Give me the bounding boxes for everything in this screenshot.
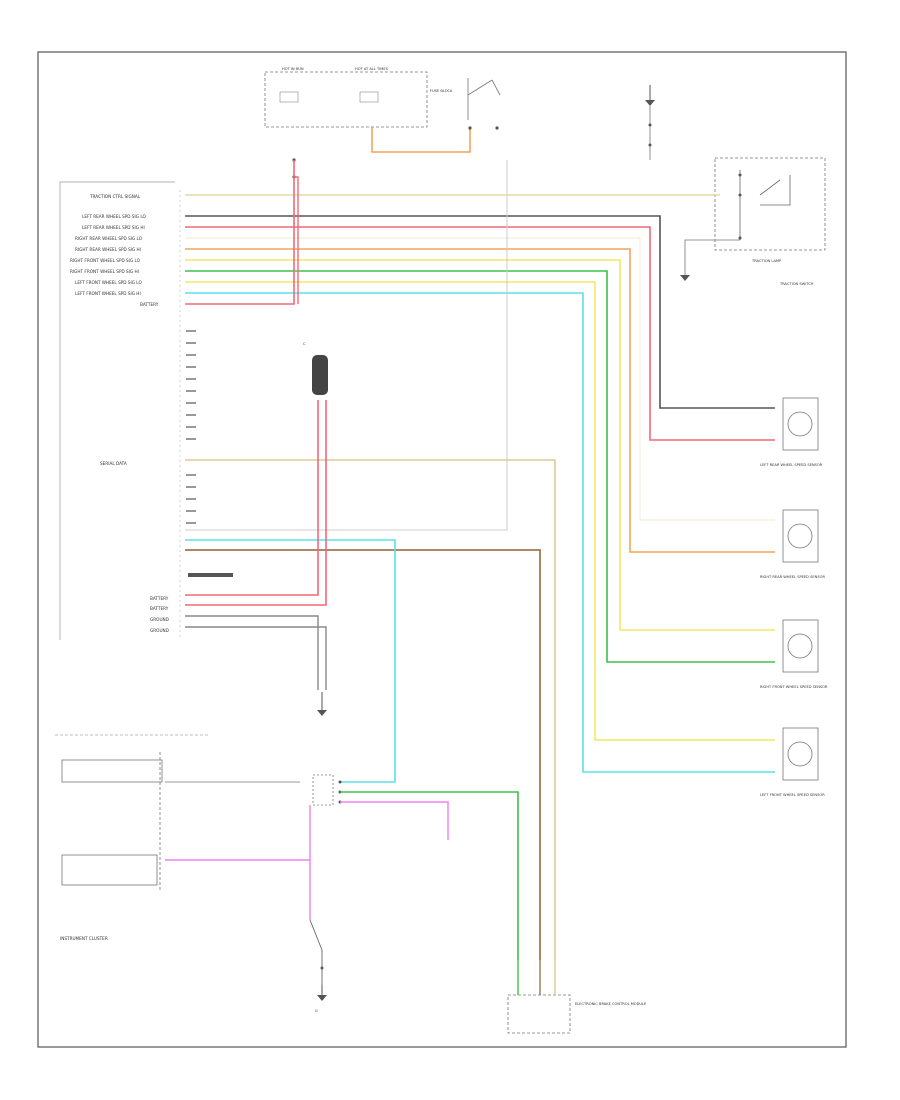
wire-green-down — [340, 791, 519, 960]
wire-cyan — [185, 539, 396, 783]
battery-label-2: BATTERY — [150, 606, 169, 611]
lower-switch: G — [309, 919, 327, 1013]
ground-point-top — [645, 85, 655, 160]
traction-lamp-box — [714, 157, 826, 251]
relay-switch — [467, 78, 501, 120]
svg-text:LEFT REAR WHEEL SPEED SENSOR: LEFT REAR WHEEL SPEED SENSOR — [760, 463, 823, 467]
pin-label-7: RIGHT FRONT WHEEL SPD SIG LO — [70, 258, 141, 263]
wire-brown — [185, 549, 541, 960]
pin-label-3: LEFT REAR WHEEL SPD SIG LO — [82, 214, 146, 219]
hot-at-all-times-label: HOT AT ALL TIMES — [355, 67, 389, 71]
fuse-left — [279, 91, 299, 103]
sensor-left-front: LEFT FRONT WHEEL SPEED SENSOR — [760, 727, 825, 797]
serial-data-label: SERIAL DATA — [100, 461, 127, 466]
wire-ground-1 — [185, 615, 319, 690]
fuse-block-group: HOT IN RUN HOT AT ALL TIMES FUSE BLOCK — [264, 67, 501, 179]
svg-text:LEFT FRONT WHEEL SPEED SENSOR: LEFT FRONT WHEEL SPEED SENSOR — [760, 793, 825, 797]
wire-right-rear-hi — [185, 248, 775, 553]
wire-lamp-ground — [684, 239, 740, 275]
inline-connector — [312, 355, 328, 395]
ground-label-1: GROUND — [150, 617, 169, 622]
wire-ground-2 — [185, 626, 327, 690]
sensor-left-rear: LEFT REAR WHEEL SPEED SENSOR — [760, 397, 823, 467]
cluster-switch — [61, 854, 158, 886]
traction-lamp-group: TRACTION LAMP TRACTION SWITCH — [680, 157, 826, 286]
instrument-cluster-label: INSTRUMENT CLUSTER — [60, 936, 108, 941]
relay-node-2 — [495, 126, 499, 130]
traction-switch-label: TRACTION SWITCH — [779, 282, 814, 286]
ebcm-group: ELECTRONIC BRAKE CONTROL MODULE — [507, 960, 647, 1034]
battery-label-1: BATTERY — [150, 596, 169, 601]
ebcm-label: ELECTRONIC BRAKE CONTROL MODULE — [575, 1002, 647, 1006]
inline-connector-label: C — [303, 342, 306, 346]
diagram-frame — [37, 51, 847, 1048]
hot-in-run-label: HOT IN RUN — [282, 67, 304, 71]
connector-bar — [188, 573, 233, 577]
pin-label-9: LEFT FRONT WHEEL SPD SIG LO — [75, 280, 142, 285]
wire-right-front-hi — [185, 270, 775, 663]
wire-serial-data — [185, 459, 556, 960]
wire-left-rear-hi — [185, 226, 775, 441]
wire-left-rear-lo — [185, 215, 775, 409]
wire-right-front-lo — [185, 259, 775, 631]
traction-switch-contacts — [739, 170, 791, 240]
wire-left-front-hi — [185, 292, 775, 773]
fuse-block-box — [264, 71, 428, 128]
fuse-right — [359, 91, 379, 103]
svg-text:RIGHT REAR WHEEL SPEED SENSOR: RIGHT REAR WHEEL SPEED SENSOR — [760, 575, 825, 579]
lower-ground-label: G — [315, 1009, 318, 1013]
pin-label-5: RIGHT REAR WHEEL SPD SIG LO — [75, 236, 143, 241]
wire-right-rear-lo — [185, 237, 775, 521]
module-bracket — [59, 181, 175, 640]
ground-label-2: GROUND — [150, 628, 169, 633]
wire-battery-2 — [294, 176, 299, 304]
pin-label-4: LEFT REAR WHEEL SPD SIG HI — [82, 225, 145, 230]
instrument-cluster-group: INSTRUMENT CLUSTER — [55, 734, 311, 941]
relay-node — [468, 126, 472, 130]
pin-label-11: BATTERY — [140, 302, 159, 307]
wire-left-front-lo — [185, 281, 775, 741]
sensor-right-front: RIGHT FRONT WHEEL SPEED SENSOR — [760, 619, 828, 689]
wire-battery — [185, 160, 295, 305]
fuse-block-label: FUSE BLOCK — [430, 89, 453, 93]
sensor-right-rear: RIGHT REAR WHEEL SPEED SENSOR — [760, 509, 825, 579]
wire-orange-loop — [371, 127, 471, 153]
wire-relay-gray — [185, 160, 508, 531]
ground-mid — [317, 692, 327, 716]
pin-label-10: LEFT FRONT WHEEL SPD SIG HI — [75, 291, 141, 296]
wire-red-down-1 — [185, 400, 319, 596]
traction-lamp-label: TRACTION LAMP — [751, 259, 782, 263]
pin-label-6: RIGHT REAR WHEEL SPD SIG HI — [75, 247, 141, 252]
pin-label-8: RIGHT FRONT WHEEL SPD SIG HI — [70, 269, 139, 274]
pin-marks — [186, 330, 196, 524]
wire-cluster-pink — [165, 859, 311, 920]
wire-magenta — [340, 801, 449, 840]
wire-red-down-2 — [185, 400, 327, 606]
pin-label-1: TRACTION CTRL SIGNAL — [89, 194, 141, 199]
svg-text:RIGHT FRONT WHEEL SPEED SENSOR: RIGHT FRONT WHEEL SPEED SENSOR — [760, 685, 828, 689]
module-connector: TRACTION CTRL SIGNAL LEFT REAR WHEEL SPD… — [59, 181, 196, 640]
ebcm-box — [507, 994, 571, 1034]
splice-connector — [309, 774, 519, 960]
cluster-display — [61, 759, 163, 783]
